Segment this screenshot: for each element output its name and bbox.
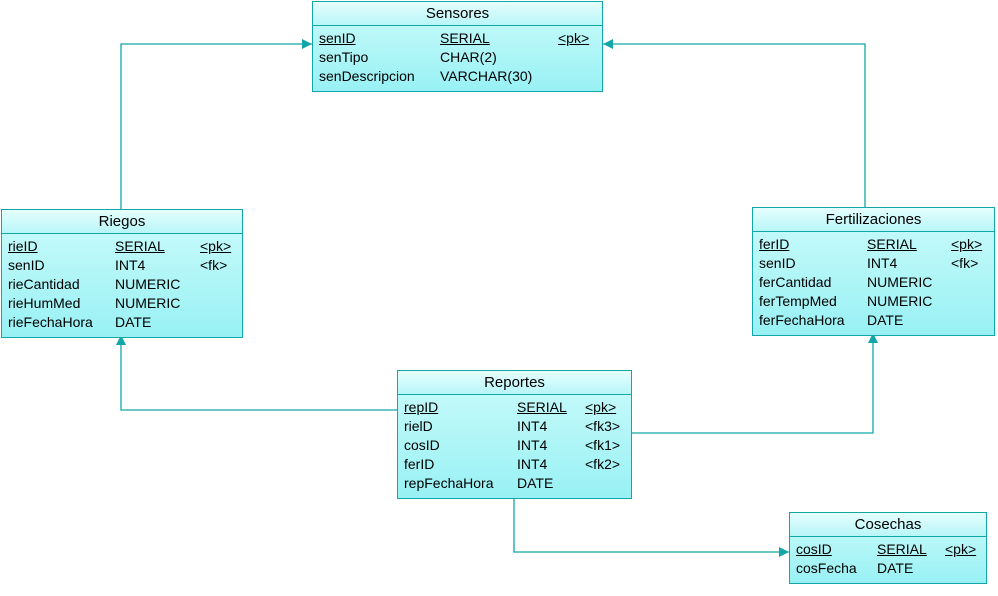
column-name: rieFechaHora (8, 314, 93, 330)
entity-riegos[interactable]: Riegos rieID SERIAL <pk> senID INT4 <fk> rieCan… (1, 209, 243, 338)
column-row: senTipo CHAR(2) (313, 48, 604, 67)
column-type: INT4 (517, 437, 548, 453)
column-name: ferCantidad (759, 274, 832, 290)
relationship-reportes-to-riegos[interactable] (116, 335, 397, 411)
column-type: DATE (867, 312, 904, 328)
column-key: <fk2> (585, 456, 621, 472)
column-name: senDescripcion (319, 68, 415, 84)
column-row: cosFecha DATE (790, 559, 988, 578)
column-type: INT4 (517, 456, 548, 472)
column-key: <pk> (558, 30, 590, 46)
column-type: NUMERIC (115, 276, 181, 292)
column-type: SERIAL (877, 541, 927, 557)
column-row: rieID SERIAL <pk> (2, 237, 244, 256)
column-key: <fk> (200, 257, 228, 273)
column-name: cosFecha (796, 560, 857, 576)
column-name: senTipo (319, 49, 369, 65)
column-row: senID SERIAL <pk> (313, 29, 604, 48)
entity-reportes[interactable]: Reportes repID SERIAL <pk> rielD INT4 <fk3> cos… (397, 370, 632, 499)
column-type: DATE (877, 560, 914, 576)
column-type: NUMERIC (115, 295, 181, 311)
column-type: SERIAL (115, 238, 165, 254)
relationship-fertilizaciones-to-sensores[interactable] (603, 39, 866, 207)
column-name: ferTempMed (759, 293, 837, 309)
column-type: DATE (517, 475, 554, 491)
entity-fertilizaciones[interactable]: Fertilizaciones ferID SERIAL <pk> senID INT4 <… (752, 207, 995, 336)
column-row: senDescripcion VARCHAR(30) (313, 67, 604, 86)
entity-title: Sensores (313, 2, 602, 26)
column-type: INT4 (517, 418, 548, 434)
column-name: cosID (796, 541, 832, 557)
column-type: INT4 (115, 257, 146, 273)
column-type: DATE (115, 314, 152, 330)
entity-columns: senID SERIAL <pk> senTipo CHAR(2) senDescripc… (313, 26, 602, 93)
column-name: ferID (404, 456, 435, 472)
column-row: ferID SERIAL <pk> (753, 235, 996, 254)
column-key: <fk1> (585, 437, 621, 453)
entity-title: Fertilizaciones (753, 208, 994, 232)
column-row: ferCantidad NUMERIC (753, 273, 996, 292)
column-type: SERIAL (440, 30, 490, 46)
column-type: INT4 (867, 255, 898, 271)
column-row: ferFechaHora DATE (753, 311, 996, 330)
column-key: <pk> (951, 236, 983, 252)
column-row: senID INT4 <fk> (2, 256, 244, 275)
column-type: SERIAL (517, 399, 567, 415)
column-row: rieHumMed NUMERIC (2, 294, 244, 313)
column-type: NUMERIC (867, 293, 933, 309)
column-name: senID (8, 257, 45, 273)
column-row: ferID INT4 <fk2> (398, 455, 633, 474)
entity-columns: repID SERIAL <pk> rielD INT4 <fk3> cosID INT4 <f… (398, 395, 631, 500)
column-key: <fk> (951, 255, 979, 271)
column-row: repID SERIAL <pk> (398, 398, 633, 417)
column-key: <pk> (200, 238, 232, 254)
column-key: <pk> (945, 541, 977, 557)
column-row: cosID SERIAL <pk> (790, 540, 988, 559)
column-row: cosID INT4 <fk1> (398, 436, 633, 455)
column-row: senID INT4 <fk> (753, 254, 996, 273)
column-name: ferFechaHora (759, 312, 845, 328)
column-row: ferTempMed NUMERIC (753, 292, 996, 311)
column-name: senID (319, 30, 356, 46)
column-row: repFechaHora DATE (398, 474, 633, 493)
column-row: rielD INT4 <fk3> (398, 417, 633, 436)
relationship-riegos-to-sensores[interactable] (120, 39, 312, 209)
column-name: ferID (759, 236, 790, 252)
column-row: rieFechaHora DATE (2, 313, 244, 332)
column-name: rielD (404, 418, 433, 434)
relationship-reportes-to-fertilizaciones[interactable] (632, 333, 878, 434)
entity-title: Cosechas (790, 513, 986, 537)
column-type: VARCHAR(30) (440, 68, 533, 84)
column-type: CHAR(2) (440, 49, 497, 65)
column-name: repID (404, 399, 439, 415)
column-row: rieCantidad NUMERIC (2, 275, 244, 294)
entity-title: Riegos (2, 210, 242, 234)
column-type: NUMERIC (867, 274, 933, 290)
column-name: rieCantidad (8, 276, 80, 292)
column-type: SERIAL (867, 236, 917, 252)
column-name: cosID (404, 437, 440, 453)
column-name: rieHumMed (8, 295, 81, 311)
column-key: <fk3> (585, 418, 621, 434)
column-name: rieID (8, 238, 38, 254)
entity-cosechas[interactable]: Cosechas cosID SERIAL <pk> cosFecha DATE (789, 512, 987, 584)
entity-columns: cosID SERIAL <pk> cosFecha DATE (790, 537, 986, 585)
column-name: repFechaHora (404, 475, 494, 491)
column-key: <pk> (585, 399, 617, 415)
entity-title: Reportes (398, 371, 631, 395)
column-name: senID (759, 255, 796, 271)
relationship-reportes-to-cosechas[interactable] (513, 496, 789, 557)
